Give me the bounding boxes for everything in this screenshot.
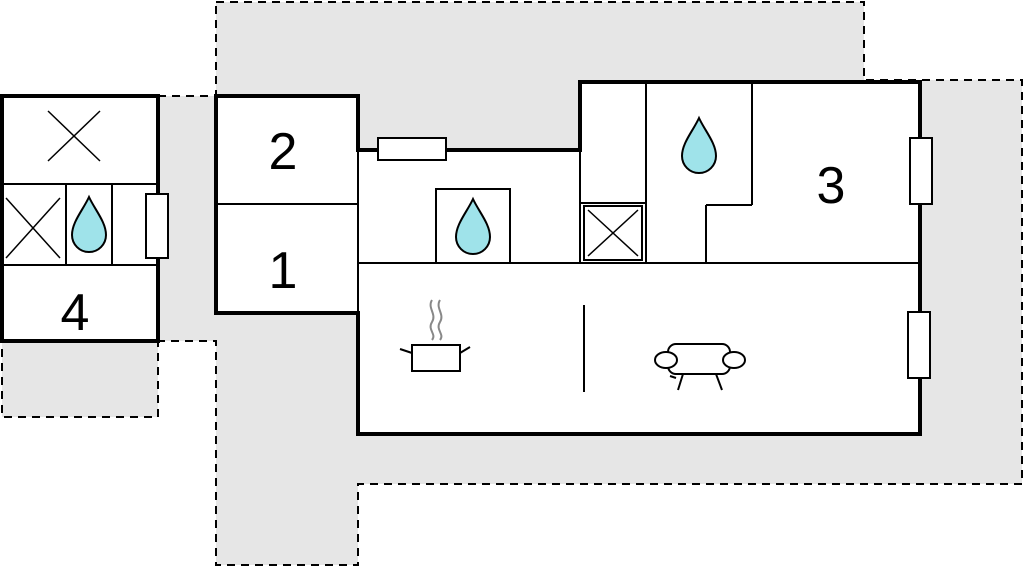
sofa-icon xyxy=(654,343,746,391)
room-label-3: 3 xyxy=(817,157,846,215)
window xyxy=(909,137,933,205)
annex-building xyxy=(0,94,169,343)
room-label-2: 2 xyxy=(269,123,298,181)
water-drop-icon xyxy=(454,196,492,255)
water-drop-icon xyxy=(680,115,718,174)
main-building xyxy=(214,80,933,436)
water-drop-icon xyxy=(70,194,108,253)
closet-cross-icon xyxy=(47,110,101,162)
closet-cross-icon xyxy=(583,205,643,261)
window xyxy=(907,311,931,379)
room-label-4: 4 xyxy=(61,284,90,342)
cooking-pot-icon xyxy=(399,299,471,372)
bathroom-fixture xyxy=(435,188,511,264)
room-label-1: 1 xyxy=(269,242,298,300)
terrace-small xyxy=(1,340,159,418)
window xyxy=(145,193,169,259)
closet-cross-icon xyxy=(5,197,61,259)
window xyxy=(377,137,447,161)
